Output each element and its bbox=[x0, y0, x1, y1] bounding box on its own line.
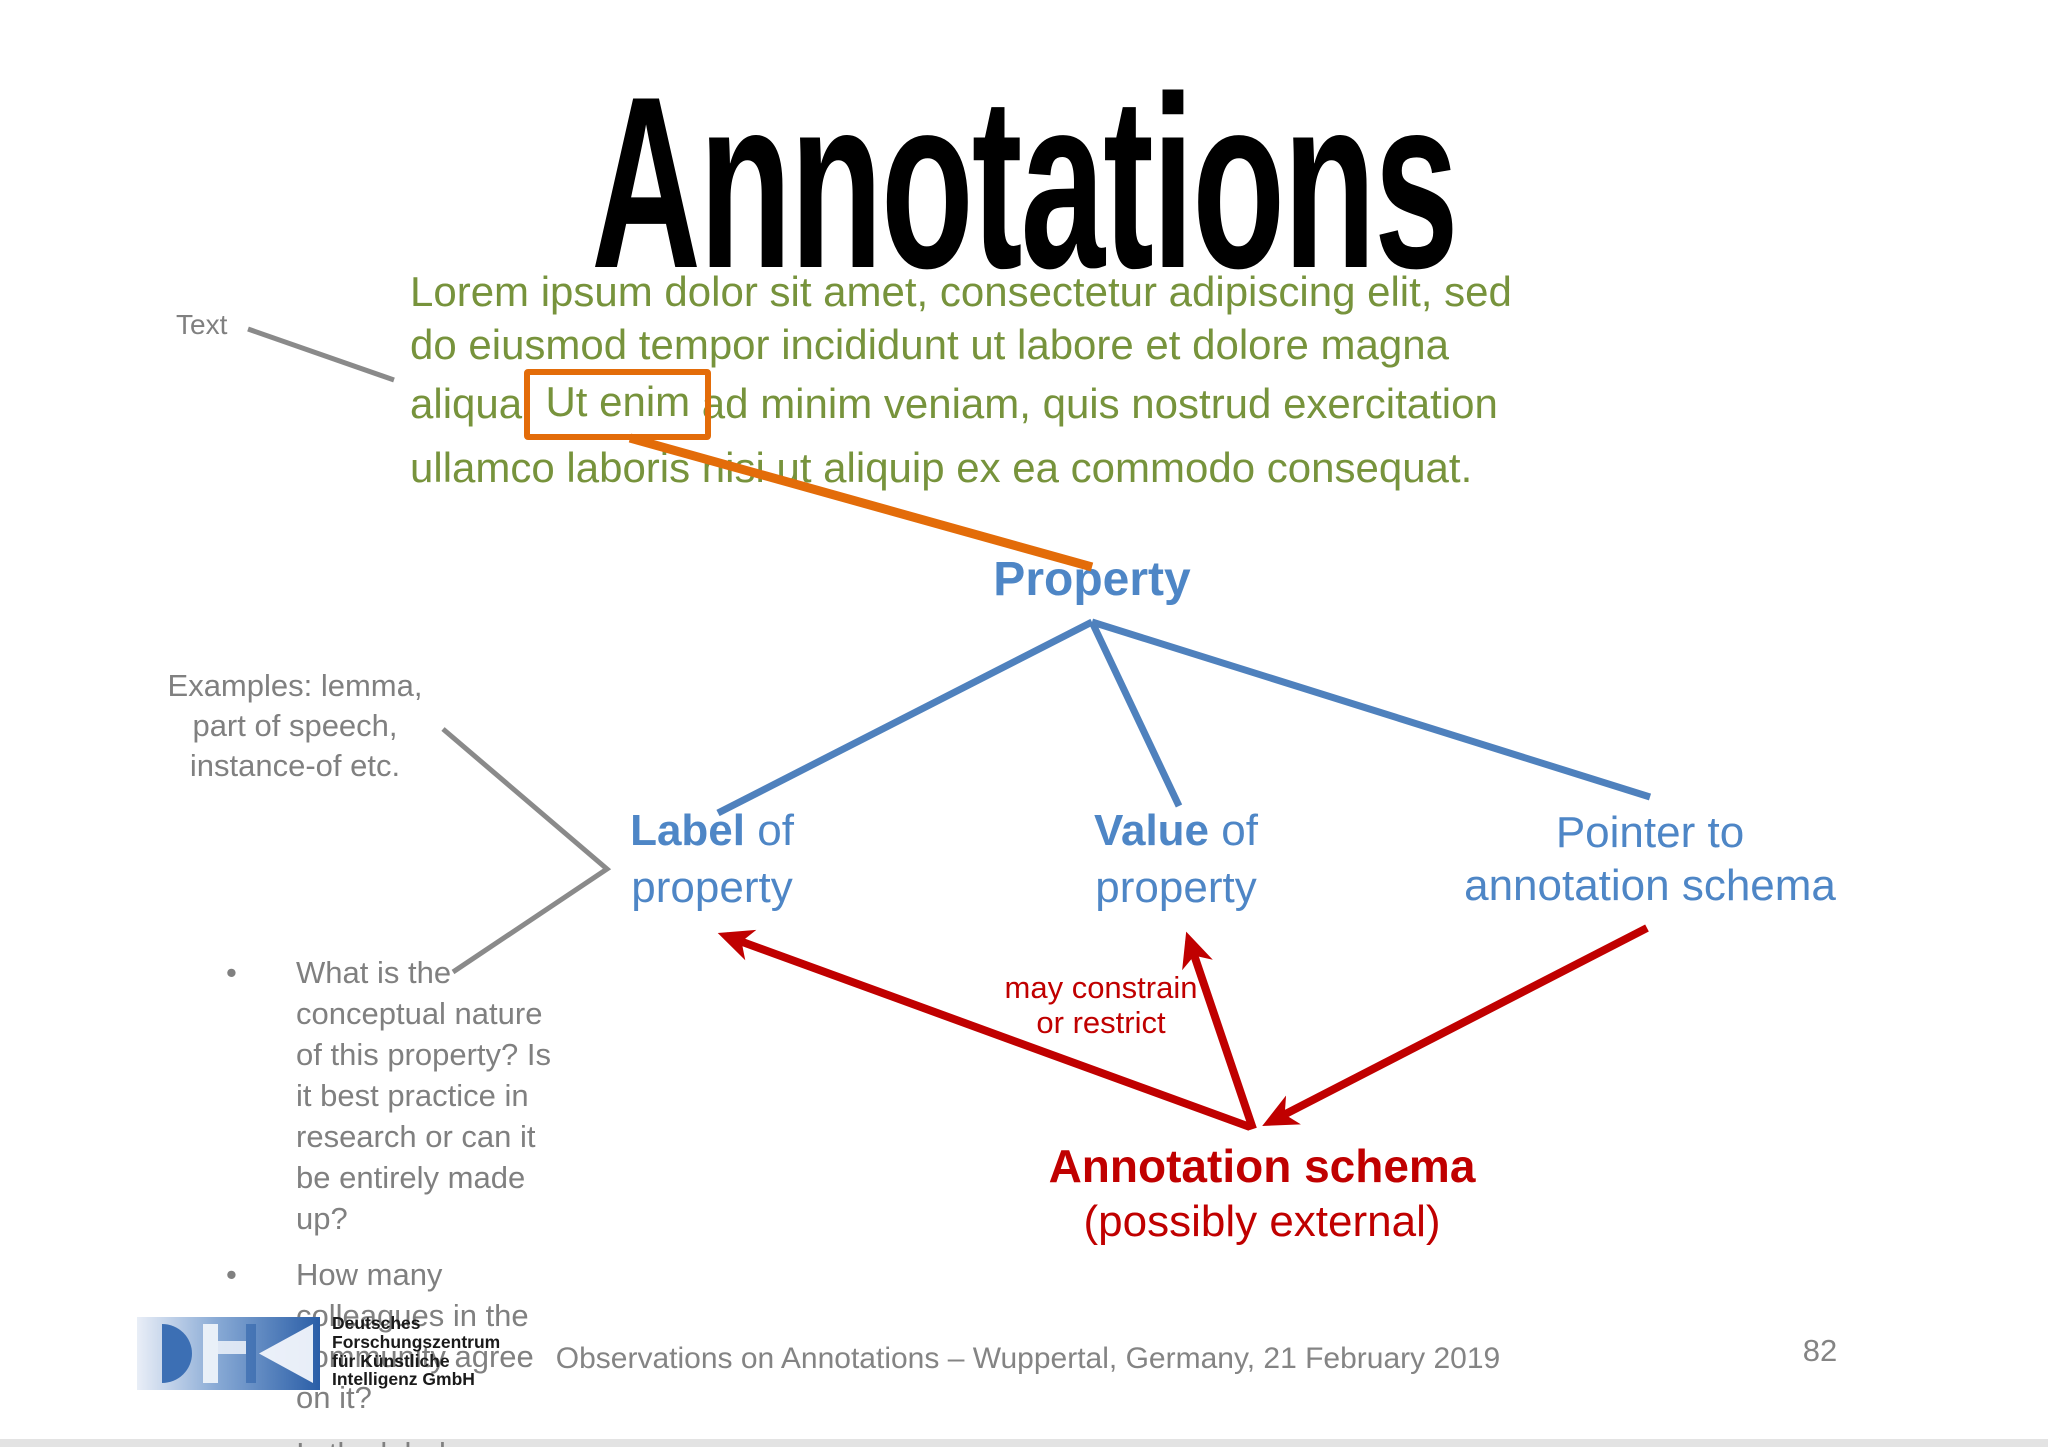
dfki-wordmark-line-3: für Künstliche bbox=[332, 1350, 450, 1371]
pointer-to-schema-arrow bbox=[1262, 924, 1649, 1127]
label-node-line-2: property bbox=[631, 863, 793, 912]
text-callout-line bbox=[247, 326, 395, 383]
label-of-property-node: Label of property bbox=[562, 802, 862, 916]
constrain-caption-line-1: may constrain bbox=[1004, 970, 1198, 1005]
text-callout-label: Text bbox=[176, 309, 228, 340]
label-node-line-1: Label of bbox=[630, 806, 794, 855]
examples-line-1: Examples: lemma, bbox=[167, 668, 423, 703]
bullet-item: Is the label adequate and self-explanato… bbox=[226, 1433, 571, 1447]
dfki-logo-k-wedge bbox=[259, 1324, 313, 1383]
lorem-line-1: Lorem ipsum dolor sit amet, consectetur … bbox=[410, 268, 1512, 315]
schema-node-line-2: (possibly external) bbox=[1083, 1197, 1441, 1246]
examples-line-2: part of speech, bbox=[192, 708, 398, 743]
property-to-label-edge bbox=[716, 618, 1094, 817]
lorem-line-3-post: ad minim veniam, quis nostrud exercitati… bbox=[690, 380, 1498, 427]
dfki-logo-edge bbox=[246, 1324, 256, 1383]
dfki-wordmark-line-1: Deutsches bbox=[332, 1313, 421, 1333]
dfki-wordmark: Deutsches Forschungszentrum für Künstlic… bbox=[332, 1314, 592, 1389]
lorem-line-4: ullamco laboris nisi ut aliquip ex ea co… bbox=[410, 443, 1473, 491]
examples-line-3: instance-of etc. bbox=[189, 748, 401, 783]
schema-node-line-1: Annotation schema bbox=[1048, 1140, 1476, 1192]
page-number: 82 bbox=[1802, 1333, 1838, 1368]
pointer-to-schema-node: Pointer to annotation schema bbox=[1450, 806, 1850, 912]
slide-title: Annotations bbox=[0, 60, 2048, 305]
value-node-line-1: Value of bbox=[1094, 806, 1258, 855]
dfki-logo-f-bar bbox=[218, 1341, 246, 1354]
slide-title-text: Annotations bbox=[591, 45, 1458, 319]
pointer-node-line-1: Pointer to bbox=[1555, 808, 1745, 857]
footer-caption: Observations on Annotations – Wuppertal,… bbox=[555, 1342, 1501, 1375]
value-node-line-2: property bbox=[1095, 863, 1257, 912]
pointer-node-line-2: annotation schema bbox=[1464, 861, 1836, 910]
dfki-logo-d-shape bbox=[162, 1324, 192, 1383]
property-to-pointer-edge bbox=[1090, 618, 1652, 801]
dfki-logo-f-stem bbox=[203, 1324, 218, 1383]
property-node: Property bbox=[993, 553, 1191, 606]
examples-callout: Examples: lemma, part of speech, instanc… bbox=[120, 666, 470, 786]
value-of-property-node: Value of property bbox=[1026, 802, 1326, 916]
constrain-caption-line-2: or restrict bbox=[1036, 1005, 1166, 1040]
constrain-caption: may constrain or restrict bbox=[951, 970, 1251, 1040]
dfki-wordmark-line-4: Intelligenz GmbH bbox=[332, 1369, 475, 1390]
lorem-paragraph: Lorem ipsum dolor sit amet, consectetur … bbox=[410, 266, 1710, 494]
highlighted-text-box: Ut enim bbox=[524, 369, 712, 440]
bullet-item: What is the conceptual nature of this pr… bbox=[226, 952, 571, 1239]
bullet-item: How many colleagues in the community agr… bbox=[226, 1254, 571, 1418]
bottom-strip bbox=[0, 1439, 2048, 1447]
dfki-wordmark-line-2: Forschungszentrum bbox=[332, 1331, 501, 1352]
lorem-line-2: do eiusmod tempor incididunt ut labore e… bbox=[410, 320, 1449, 368]
property-to-value-edge bbox=[1088, 620, 1183, 808]
dfki-logo bbox=[137, 1317, 320, 1390]
lorem-line-3: aliqua. Ut enim ad minim veniam, quis no… bbox=[410, 369, 1710, 442]
bullet-list: What is the conceptual nature of this pr… bbox=[226, 952, 571, 1447]
lorem-line-3-pre: aliqua. bbox=[410, 380, 546, 427]
annotation-schema-node: Annotation schema (possibly external) bbox=[1012, 1138, 1512, 1250]
